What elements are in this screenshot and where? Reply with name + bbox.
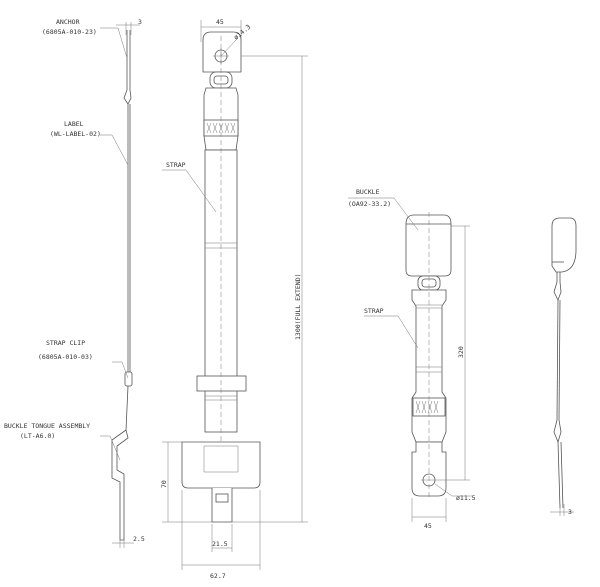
dim-anchor-width: 45 xyxy=(216,18,224,26)
anchor-leader xyxy=(100,27,128,59)
buckle-part-number: (OA92-33.2) xyxy=(348,200,391,208)
dim-anchor-hole: ø14.3 xyxy=(232,23,252,42)
strap-left-leader xyxy=(162,169,217,213)
strap-clip-callout: STRAP CLIP xyxy=(46,339,85,347)
dim-base-width: 62.7 xyxy=(210,572,226,580)
dim-buckle-width: 45 xyxy=(424,522,432,530)
label-part-number: (WL-LABEL-02) xyxy=(50,130,101,138)
strap-callout-main: STRAP xyxy=(166,161,186,169)
anchor-part-number: (6805A-010-23) xyxy=(42,28,97,36)
strap-clip-part-number: (6805A-010-03) xyxy=(38,353,93,361)
strap-clip-leader xyxy=(112,361,129,379)
side-view-right xyxy=(550,217,577,516)
dim-right-side-width: 3 xyxy=(568,508,572,516)
buckle-tongue-callout: BUCKLE TONGUE ASSEMBLY xyxy=(4,422,90,430)
strap-callout-buckle: STRAP xyxy=(364,307,384,315)
label-callout: LABEL xyxy=(64,120,84,128)
buckle-front-view xyxy=(405,212,472,522)
label-leader xyxy=(100,134,129,166)
dim-buckle-hole: ø11.5 xyxy=(456,494,476,502)
main-front-view xyxy=(162,20,308,570)
dim-tongue-width: 21.5 xyxy=(212,540,228,548)
buckle-tongue-leader xyxy=(100,435,121,461)
dim-tongue-height: 70 xyxy=(160,480,168,488)
dim-buckle-length: 320 xyxy=(457,346,465,358)
buckle-leader xyxy=(348,197,419,231)
strap-right-leader xyxy=(364,315,419,349)
side-view-left xyxy=(111,22,140,548)
dim-full-length: 1300(FULL EXTEND) xyxy=(294,273,302,340)
anchor-callout: ANCHOR xyxy=(56,18,80,26)
buckle-tongue-part-number: (LT-A6.0) xyxy=(20,432,55,440)
dim-side-top-width: 3 xyxy=(138,18,142,26)
buckle-callout: BUCKLE xyxy=(356,188,380,196)
dim-side-bottom-thickness: 2.5 xyxy=(133,535,145,543)
